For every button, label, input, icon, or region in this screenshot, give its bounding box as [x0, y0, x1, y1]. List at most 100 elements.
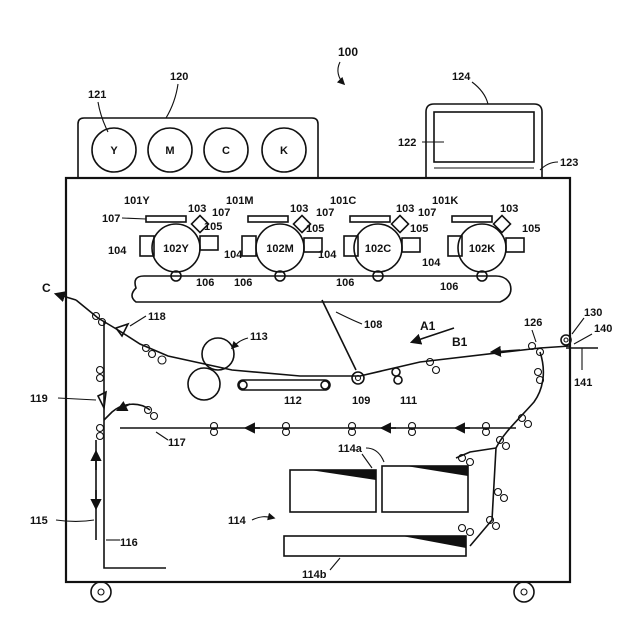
ref-120-leader	[166, 84, 178, 118]
path-roller-b	[394, 376, 402, 384]
fuser-roller-bottom	[188, 368, 220, 400]
arrow-a1-label: A1	[420, 319, 436, 333]
ref-114b: 114b	[302, 569, 327, 581]
station-y: 101Y 107 104 102Y 103 105	[102, 195, 222, 272]
ref-117-leader	[156, 432, 168, 440]
tray-upper-right-stack	[406, 466, 468, 476]
station-unit-c: 101C	[330, 195, 356, 207]
conveyor-belt	[238, 380, 330, 390]
duplex-roller-k	[145, 407, 152, 414]
drum-k-label: 102K	[469, 243, 495, 255]
ref-114b-leader	[330, 558, 340, 570]
ref-115-leader	[56, 520, 94, 522]
ref-103-m: 103	[290, 203, 308, 215]
ref-103-k: 103	[500, 203, 518, 215]
arrow-b1	[492, 350, 520, 352]
right-roller-d	[525, 421, 532, 428]
ref-107-m: 107	[212, 207, 230, 219]
ref-106-c: 106	[336, 277, 354, 289]
ref-108: 108	[364, 319, 382, 331]
ref-119-leader	[58, 398, 96, 400]
switch-upper	[116, 324, 128, 336]
foot-right-hub	[521, 589, 527, 595]
station-m: 101M 107 104 102M 103 105	[212, 195, 324, 272]
panel-housing	[426, 104, 542, 178]
path-roller-g	[433, 367, 440, 374]
belt-tension-arm	[322, 300, 356, 370]
ref-100: 100	[338, 45, 358, 59]
station-unit-y: 101Y	[124, 195, 150, 207]
paper-trays: 114a 114b 114	[228, 443, 474, 581]
ref-115: 115	[30, 515, 48, 527]
ref-123: 123	[560, 157, 578, 169]
foot-left	[91, 582, 111, 602]
ref-100-arrow	[338, 62, 344, 84]
ref-113: 113	[250, 331, 268, 343]
ref-126-leader	[532, 330, 536, 342]
bypass-roller-hub	[564, 338, 568, 342]
cartridge-k-label: K	[280, 145, 288, 157]
ref-114: 114	[228, 515, 247, 527]
path-roller-f	[427, 359, 434, 366]
tray-pick-roller-c	[459, 525, 466, 532]
ref-119: 119	[30, 393, 48, 405]
ref-107-y: 107	[102, 213, 120, 225]
ref-107-c: 107	[316, 207, 334, 219]
ref-103-c: 103	[396, 203, 414, 215]
ref-105-m: 105	[306, 223, 324, 235]
reverse-roller-a	[97, 367, 104, 374]
developer-c	[402, 238, 420, 252]
path-roller-a	[392, 368, 400, 376]
arrow-b1-label: B1	[452, 335, 468, 349]
duplex-roller-l	[151, 413, 158, 420]
reverse-roller-b	[97, 375, 104, 382]
exposure-c	[350, 216, 390, 222]
ref-114a: 114a	[338, 443, 363, 455]
ref-130-leader	[572, 318, 584, 334]
ref-124-leader	[472, 82, 488, 104]
ref-111: 111	[400, 395, 417, 407]
station-unit-k: 101K	[432, 195, 458, 207]
ref-140: 140	[594, 323, 612, 335]
ref-116: 116	[120, 537, 138, 549]
right-roller-g	[495, 489, 502, 496]
tray-lower-stack	[402, 536, 466, 548]
ref-141: 141	[574, 377, 592, 389]
reverse-roller-c	[97, 425, 104, 432]
ref-108-leader	[336, 312, 362, 324]
ref-106-m: 106	[234, 277, 252, 289]
ink-unit: 120 121 Y M C K	[78, 71, 318, 178]
cartridge-m-label: M	[165, 145, 174, 157]
ref-106-y: 106	[196, 277, 214, 289]
foot-right	[514, 582, 534, 602]
reverse-roller-d	[97, 433, 104, 440]
cartridge-y-label: Y	[110, 145, 118, 157]
tray-upper-left-stack	[310, 470, 376, 480]
ref-112: 112	[284, 395, 302, 407]
ref-103-y: 103	[188, 203, 206, 215]
exposure-k	[452, 216, 492, 222]
ref-126: 126	[524, 317, 542, 329]
right-roller-j	[493, 523, 500, 530]
ref-117: 117	[168, 437, 186, 449]
ref-121: 121	[88, 89, 106, 101]
station-c: 101C 107 104 102C 103 105	[316, 195, 428, 272]
exit-label: C	[42, 281, 51, 295]
cartridge-c-label: C	[222, 145, 230, 157]
duplex-link	[456, 448, 496, 458]
station-unit-m: 101M	[226, 195, 254, 207]
conveyor-roller-left	[239, 381, 247, 389]
station-k: 101K 107 104 102K 103 105	[418, 195, 540, 272]
drum-y-label: 102Y	[163, 243, 189, 255]
drum-c-label: 102C	[365, 243, 391, 255]
ref-107-y-leader	[122, 218, 146, 219]
ref-109: 109	[352, 395, 370, 407]
right-roller-h	[501, 495, 508, 502]
ref-104-k: 104	[422, 257, 441, 269]
ref-113-arrow	[232, 338, 248, 348]
ref-105-k: 105	[522, 223, 540, 235]
right-roller-f	[503, 443, 510, 450]
cleaner-m	[242, 236, 256, 256]
panel-display	[434, 112, 534, 162]
